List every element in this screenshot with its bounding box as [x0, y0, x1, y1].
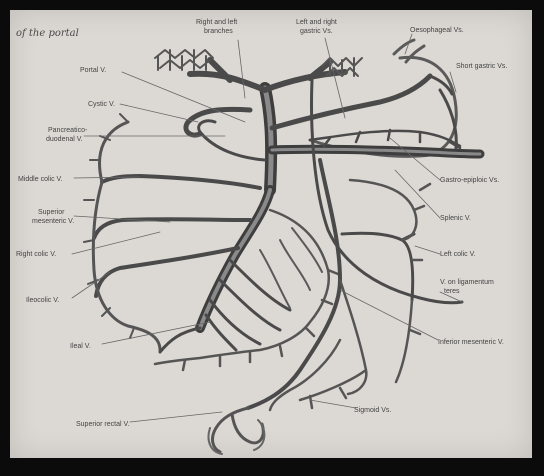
inferior-mesenteric-vein [248, 160, 340, 408]
label-superior-rectal-vein: Superior rectal V. [76, 421, 129, 428]
label-pancreaticoduodenal-2: duodenal V. [46, 136, 83, 143]
left-right-gastric-veins [272, 76, 430, 128]
label-pancreaticoduodenal-1: Pancreatico- [48, 127, 88, 134]
label-oesophageal-veins: Oesophageal Vs. [410, 27, 464, 34]
liver-network-left [155, 50, 213, 70]
left-colic-vein [342, 233, 414, 300]
label-right-left-branches-1: Right and left [196, 19, 237, 26]
superior-rectal-vein [213, 408, 264, 452]
book-page: of the portal [10, 10, 532, 458]
label-splenic-vein: Splenic V. [440, 215, 471, 222]
pancreaticoduodenal-vein [199, 121, 265, 160]
label-gastro-epiploic-veins: Gastro-epiploic Vs. [440, 177, 499, 184]
label-short-gastric-veins: Short gastric Vs. [456, 63, 507, 70]
label-middle-colic-vein: Middle colic V. [18, 176, 63, 183]
portal-venous-diagram: Portal V. Cystic V. Pancreatico- duodena… [10, 10, 532, 458]
label-ligamentum-teres-1: V. on ligamentum [440, 279, 494, 286]
label-left-right-gastric-1: Left and right [296, 19, 337, 26]
cystic-vein [186, 109, 250, 135]
label-superior-mesenteric-2: mesenteric V. [32, 218, 74, 225]
right-colic-vein [94, 219, 250, 238]
label-left-right-gastric-2: gastric Vs. [300, 28, 333, 35]
middle-colic-vein [102, 176, 260, 188]
label-ileocolic-vein: Ileocolic V. [26, 297, 59, 304]
label-ligamentum-teres-2: teres [444, 288, 460, 295]
label-cystic-vein: Cystic V. [88, 101, 115, 108]
label-left-colic-vein: Left colic V. [440, 251, 476, 258]
label-portal-vein: Portal V. [80, 67, 106, 74]
colon-branches [84, 114, 134, 338]
label-ileal-vein: Ileal V. [70, 343, 91, 350]
label-right-colic-vein: Right colic V. [16, 251, 56, 258]
label-inferior-mesenteric-vein: Inferior mesenteric V. [438, 339, 504, 346]
label-right-left-branches-2: branches [204, 28, 233, 35]
label-sigmoid-veins: Sigmoid Vs. [354, 407, 391, 414]
label-superior-mesenteric-1: Superior [38, 209, 65, 216]
